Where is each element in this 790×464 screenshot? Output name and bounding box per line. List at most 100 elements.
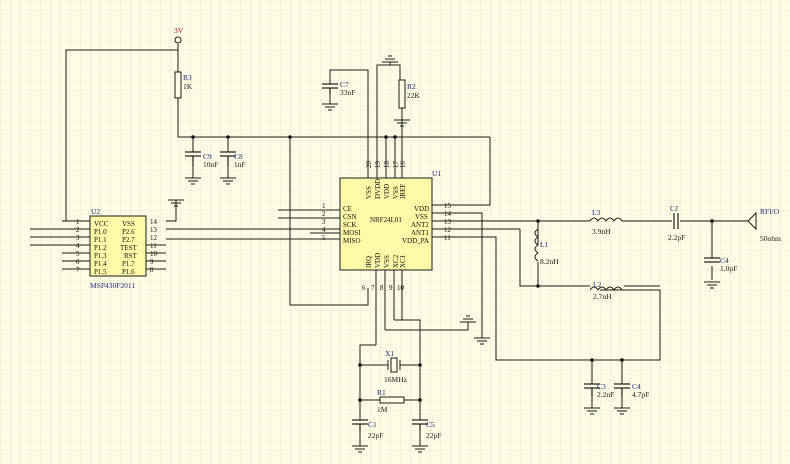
u2-pin-name: P1.0	[94, 228, 107, 236]
l2-ref: L2	[593, 280, 602, 289]
u1-pin-num: 8	[380, 284, 384, 292]
cj-value: 2.2pF	[668, 233, 685, 242]
c1-ref: C1	[368, 420, 377, 429]
u2-pin-name: P1.2	[94, 244, 107, 252]
u1-pin-num: 4	[322, 226, 326, 234]
ground-symbols	[168, 55, 720, 453]
u2-pin-num: 14	[150, 218, 158, 226]
l2-value: 2.7nH	[593, 292, 612, 301]
chip-u2: U2 MSP430F2011 VCC P1.0 P1.1 P1.2 P1.3 P…	[76, 207, 158, 290]
antenna-port: RFI/O 50ohm	[747, 207, 781, 243]
r2-value: 22K	[407, 91, 421, 100]
c5-ref: C5	[426, 420, 435, 429]
u1-pin-name: ANT2	[411, 221, 429, 229]
u1-pin-num: 5	[322, 234, 326, 242]
ground-icon	[460, 315, 476, 323]
inductor-l2: L2 2.7nH	[589, 280, 623, 301]
ground-icon	[614, 396, 630, 415]
r1-value: 1M	[377, 405, 388, 414]
capacitor-c4	[614, 383, 630, 396]
u2-pin-name: P1.5	[94, 268, 107, 276]
u2-pin-num: 12	[150, 234, 158, 242]
ground-icon	[412, 430, 428, 453]
u1-pin-num: 10	[397, 284, 405, 292]
u1-left-pins: CE CSN SCK MOSI MISO 1 2 3 4 5	[322, 202, 361, 245]
u2-pin-num: 3	[76, 234, 80, 242]
u1-bottom-pins: IRQ VDD VSS XC2 XC1 6 7 8 9 10	[362, 253, 407, 292]
resistor-r1: R1 1M	[377, 388, 405, 414]
ground-icon	[220, 166, 236, 185]
capacitor-c3	[584, 383, 600, 396]
u1-pin-name: IRQ	[365, 256, 373, 268]
u1-pin-name: VDD_PA	[402, 237, 429, 245]
c4-value: 4.7pF	[632, 390, 649, 399]
junctions	[191, 135, 714, 402]
ground-icon	[185, 166, 201, 185]
u1-part: NRF24L01	[370, 216, 402, 224]
u2-pin-num: 11	[150, 242, 157, 250]
antenna-ref: RFI/O	[760, 207, 780, 216]
u1-pin-name: ANT1	[411, 229, 429, 237]
u1-pin-num: 2	[322, 210, 326, 218]
u1-pin-name: VSS	[365, 186, 373, 199]
capacitor-c5	[412, 419, 428, 430]
l1-ref: L1	[540, 240, 549, 249]
u1-pin-name: XC2	[392, 254, 400, 268]
cj-ref: CJ	[670, 204, 678, 213]
c7-ref: C7	[340, 80, 349, 89]
u2-pin-name: P1.3	[94, 252, 107, 260]
c8-ref: C8	[234, 152, 243, 161]
l3-value: 3.9nH	[592, 227, 611, 236]
power-3v: 3V	[174, 26, 184, 44]
u2-pin-name: P1.4	[94, 260, 107, 268]
resistor-r2: R2 22K	[398, 79, 421, 109]
crystal-x1: X1 16MHz	[384, 349, 408, 384]
c1-value: 22pF	[368, 431, 383, 440]
u2-pin-name: P1.6	[122, 268, 135, 276]
capacitor-c8	[220, 151, 236, 166]
c9-ref: C9	[203, 152, 212, 161]
ground-icon	[394, 119, 410, 127]
u1-pin-num: 6	[362, 284, 366, 292]
r3-ref: R3	[183, 73, 192, 82]
c3-ref: C3	[597, 382, 606, 391]
u2-pin-name: RST	[124, 252, 138, 260]
ground-icon	[584, 396, 600, 415]
c5-value: 22pF	[426, 431, 441, 440]
u2-pin-num: 9	[150, 258, 154, 266]
u1-pin-num: 20	[365, 161, 373, 169]
u1-pin-name: VSS	[383, 255, 391, 268]
u1-pin-num: 3	[322, 218, 326, 226]
u1-pin-num: 11	[444, 234, 451, 242]
u2-pin-name: TEST	[120, 244, 137, 252]
u1-pin-num: 17	[392, 161, 400, 169]
u1-pin-num: 13	[444, 218, 452, 226]
capacitor-cj	[673, 213, 679, 229]
u1-pin-num: 18	[383, 161, 391, 169]
ground-icon	[168, 199, 184, 207]
u1-pin-name: SCK	[343, 221, 357, 229]
c7-value: 33nF	[340, 88, 355, 97]
u1-pin-num: 7	[371, 284, 375, 292]
capacitors	[185, 83, 720, 430]
u2-pin-num: 8	[150, 266, 154, 274]
capacitor-c9	[185, 151, 201, 166]
capacitor-labels: C7 33nF C9 10nF C8 1nF CJ 2.2pF C4 1.0pF…	[203, 80, 737, 440]
capacitor-c1	[352, 419, 368, 430]
inductor-l3: L3 3.9nH	[589, 208, 623, 236]
x1-ref: X1	[385, 349, 394, 358]
u2-ref: U2	[91, 207, 100, 216]
ground-icon	[322, 94, 338, 111]
u2-pin-name: P1.1	[94, 236, 107, 244]
u2-left-pins: VCC P1.0 P1.1 P1.2 P1.3 P1.4 P1.5 1 2 3 …	[76, 218, 109, 276]
u2-pin-num: 10	[150, 250, 158, 258]
u2-right-pins: VSS P2.6 P2.7 TEST RST P1.7 P1.6 14 13 1…	[120, 218, 158, 276]
u1-pin-name: MISO	[343, 237, 361, 245]
u2-part: MSP430F2011	[90, 281, 135, 290]
u1-pin-name: VDD	[383, 184, 391, 199]
inductor-l1: L1 8.2nH	[534, 228, 559, 266]
c4-top-value: 1.0pF	[720, 264, 737, 273]
ground-icon	[352, 430, 368, 453]
r1-ref: R1	[377, 388, 386, 397]
